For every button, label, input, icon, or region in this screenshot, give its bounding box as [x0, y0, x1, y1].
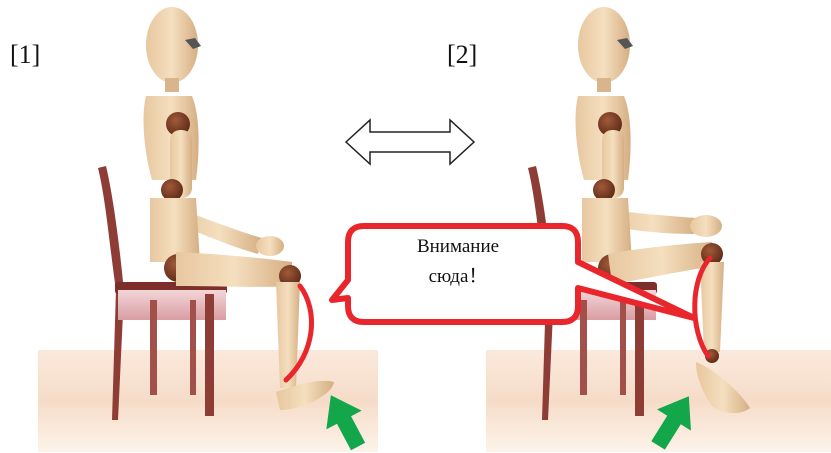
panel-1: [38, 7, 378, 453]
callout-text: Внимание сюда！: [346, 232, 570, 292]
double-headed-arrow-icon: [346, 120, 474, 164]
callout-line-1: Внимание: [346, 232, 570, 262]
panel-1-label: [1]: [10, 40, 40, 70]
callout-line-2: сюда！: [346, 262, 570, 292]
panel-2-label: [2]: [447, 40, 477, 70]
